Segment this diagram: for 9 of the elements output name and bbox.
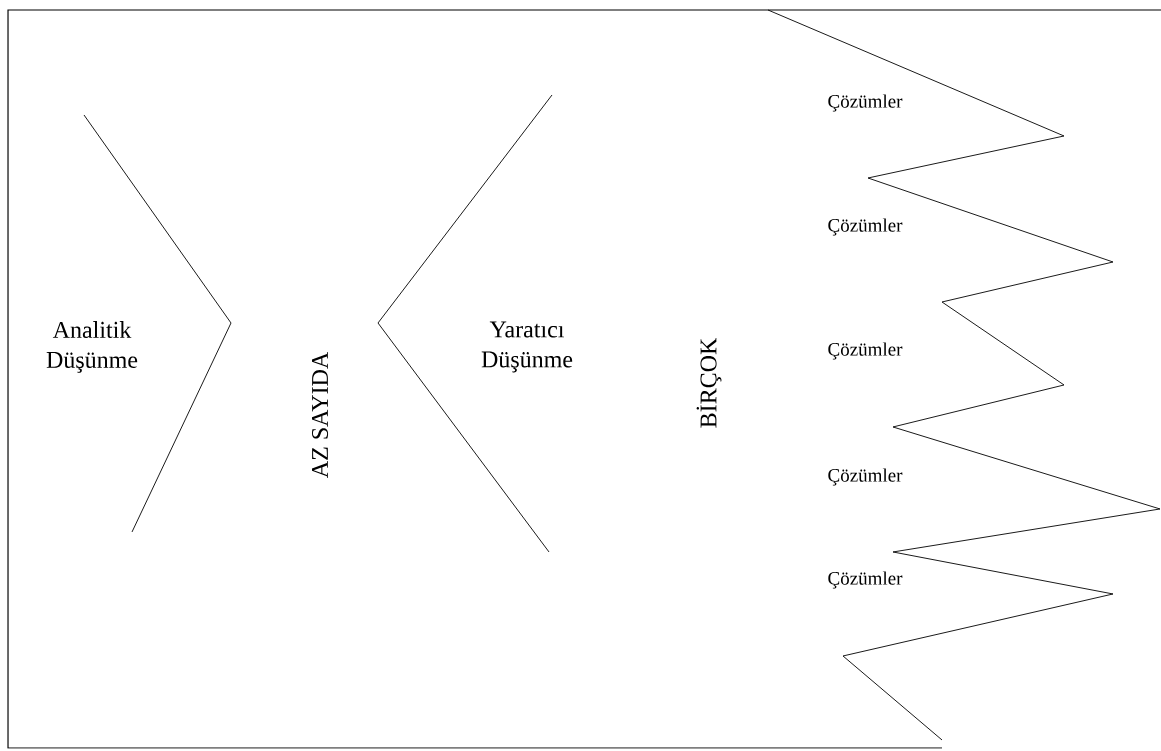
label: Çözümler	[828, 468, 903, 486]
label: AZ SAYIDA	[311, 351, 329, 478]
label: Yaratıcı Düşünme	[481, 321, 573, 373]
label: Analitik Düşünme	[46, 321, 138, 373]
label: Çözümler	[828, 94, 903, 112]
label: Çözümler	[828, 218, 903, 236]
label: Çözümler	[828, 571, 903, 589]
label: Çözümler	[828, 342, 903, 360]
label: BİRÇOK	[696, 337, 722, 428]
